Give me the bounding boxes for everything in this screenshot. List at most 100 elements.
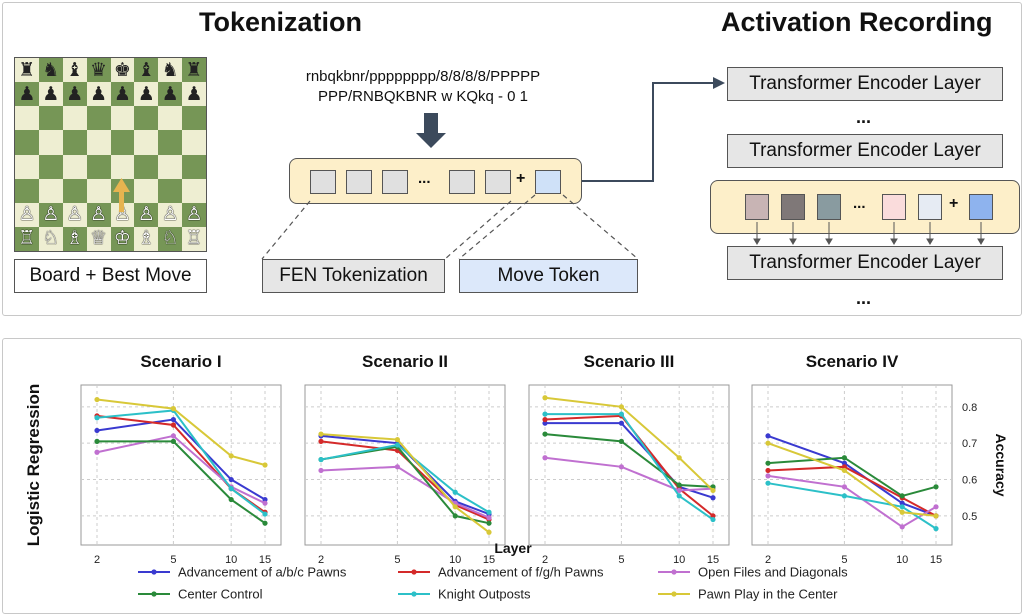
activation-vector-6 (969, 194, 993, 220)
plot-area (751, 384, 953, 546)
board-square: ♙ (86, 202, 111, 227)
tokenization-panel: Tokenization Activation Recording ♜♞♝♛♚♝… (2, 2, 1022, 316)
data-point (262, 496, 268, 503)
scenario-title: Scenario I (140, 352, 221, 371)
x-tick-label: 5 (394, 554, 400, 566)
activation-down-arrows (753, 222, 985, 245)
board-square (86, 178, 111, 203)
board-square (62, 154, 87, 179)
chess-piece: ♙ (66, 203, 84, 226)
chess-piece: ♖ (18, 227, 36, 250)
data-point (676, 482, 682, 488)
data-point (170, 416, 176, 423)
data-point (94, 396, 100, 403)
move-token-label: Move Token (459, 259, 638, 293)
plot-area (528, 384, 730, 546)
board-square: ♟ (86, 82, 111, 107)
data-point (394, 442, 400, 448)
board-square (134, 106, 159, 131)
y-tick-label: 0.7 (962, 438, 977, 450)
board-square: ♜ (15, 58, 39, 83)
chess-piece: ♖ (185, 227, 203, 250)
chess-piece: ♟ (185, 82, 203, 105)
best-move-arrow-icon (113, 178, 130, 212)
chess-piece: ♟ (137, 82, 155, 105)
board-square (182, 178, 206, 203)
data-point (710, 513, 716, 519)
x-tick-label: 2 (765, 554, 771, 566)
data-point (841, 455, 847, 461)
data-point (899, 500, 905, 506)
data-point (765, 433, 771, 439)
data-point (542, 431, 548, 437)
data-point (452, 489, 458, 495)
data-point (452, 513, 458, 519)
data-point (618, 464, 624, 470)
board-square (62, 130, 87, 155)
data-point (899, 509, 905, 515)
plot-area (80, 384, 282, 546)
activation-vector-2 (781, 194, 805, 220)
series-line (97, 440, 266, 525)
x-axis-label: Layer (494, 540, 532, 556)
dash-fen-right (444, 200, 512, 260)
data-point (486, 515, 492, 521)
data-point (318, 431, 324, 437)
data-point (765, 467, 771, 474)
x-tick-label: 5 (170, 554, 176, 566)
move-token-square (535, 170, 561, 194)
chess-piece: ♙ (185, 203, 203, 226)
x-tick-label: 10 (449, 554, 461, 566)
data-point (933, 513, 939, 519)
legend-label: Advancement of f/g/h Pawns (438, 565, 604, 580)
data-point (542, 395, 548, 401)
fen-token-2 (346, 170, 372, 194)
board-square (110, 154, 135, 179)
data-point (318, 456, 324, 463)
board-square (182, 130, 206, 155)
board-square (134, 154, 159, 179)
data-point (486, 509, 492, 515)
legend-marker (411, 591, 417, 597)
y-tick-label: 0.5 (962, 511, 977, 523)
board-square: ♙ (110, 202, 135, 227)
x-tick-label: 15 (259, 554, 271, 566)
activation-vector-1 (745, 194, 769, 220)
series-line (767, 465, 937, 517)
data-point (486, 520, 492, 526)
down-arrow-icon (416, 113, 446, 148)
board-square (110, 106, 135, 131)
x-tick-label: 10 (225, 554, 237, 566)
data-point (170, 422, 176, 428)
board-square (158, 106, 183, 131)
data-point (710, 495, 716, 501)
data-point (262, 462, 268, 468)
series-line (544, 414, 714, 517)
board-square: ♙ (15, 202, 39, 227)
data-point (899, 504, 905, 510)
data-point (94, 449, 100, 455)
data-point (841, 460, 847, 466)
data-point (841, 484, 847, 490)
series-line (96, 409, 266, 515)
data-point (228, 486, 234, 492)
board-square: ♙ (182, 202, 206, 227)
board-square: ♗ (62, 226, 87, 251)
chess-piece: ♙ (42, 203, 60, 226)
data-point (841, 467, 847, 474)
data-point (262, 511, 268, 517)
board-square: ♟ (110, 82, 135, 107)
board-square (134, 178, 159, 203)
board-square (182, 106, 206, 131)
board-square (38, 178, 63, 203)
chess-piece: ♙ (18, 203, 36, 226)
x-tick-label: 2 (542, 554, 548, 566)
board-square (38, 130, 63, 155)
board-square (134, 130, 159, 155)
fen-token-3 (382, 170, 408, 194)
chess-piece: ♟ (161, 82, 179, 105)
token-plus: + (516, 170, 526, 187)
data-point (452, 504, 458, 510)
series-line (320, 440, 490, 521)
chess-piece: ♜ (185, 58, 203, 81)
